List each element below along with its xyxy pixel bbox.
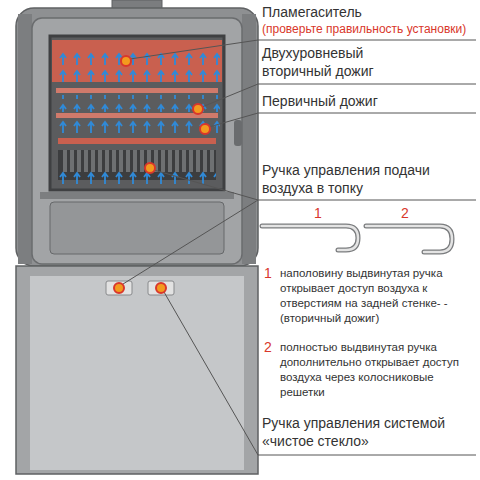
warning-note: (проверьте правильность установки)	[262, 22, 466, 37]
air-handle	[106, 281, 132, 295]
callout-number: 2	[401, 204, 409, 222]
airflow-arrows	[54, 48, 220, 82]
callout-number: 1	[264, 264, 272, 282]
part-label: Двухуровневый вторичный дожиг	[262, 44, 412, 80]
marker-dot	[156, 283, 166, 293]
firebox-glass	[50, 36, 224, 190]
markers	[114, 56, 210, 293]
callout-number: 1	[314, 204, 322, 222]
door-latch	[234, 120, 242, 146]
airflow-arrows	[54, 120, 220, 137]
primary-rod	[58, 138, 216, 144]
part-label: Первичный дожиг	[262, 92, 378, 110]
side-shade	[242, 14, 256, 264]
marker-dot	[121, 56, 131, 66]
handle-half	[262, 226, 358, 250]
airflow-arrows	[58, 170, 216, 188]
side-shade	[18, 14, 32, 264]
handle-half	[262, 226, 358, 250]
leader-line	[209, 113, 476, 127]
note-text: наполовину выдвинутая ручка открывает до…	[280, 266, 476, 326]
marker-dot	[193, 104, 203, 114]
marker-dot	[200, 124, 210, 134]
handle-sketch	[262, 226, 452, 252]
stove-body	[16, 8, 258, 266]
handle-full	[366, 226, 452, 252]
note-text: полностью выдвинутая ручка дополнительно…	[280, 340, 476, 400]
leader-line	[123, 200, 258, 284]
door-sill	[40, 192, 234, 199]
marker-dot	[145, 163, 155, 173]
secondary-rod	[56, 88, 218, 93]
leader-lines	[123, 40, 476, 455]
door-frame	[32, 18, 242, 264]
handle-full	[366, 226, 452, 252]
marker-dot	[114, 283, 124, 293]
grate-bars	[60, 150, 214, 172]
part-label: Ручка управления подачи воздуха в топку	[262, 161, 434, 197]
secondary-rod	[56, 113, 218, 118]
ash-door	[50, 202, 224, 254]
flame-baffle	[52, 40, 222, 82]
callout-number: 2	[264, 338, 272, 356]
part-label: Пламегаситель	[262, 3, 362, 21]
base-opening	[30, 276, 244, 470]
clean-glass-handle	[148, 281, 174, 295]
stove-base	[16, 266, 258, 474]
part-label: Ручка управления системой «чистое стекло…	[262, 414, 452, 450]
